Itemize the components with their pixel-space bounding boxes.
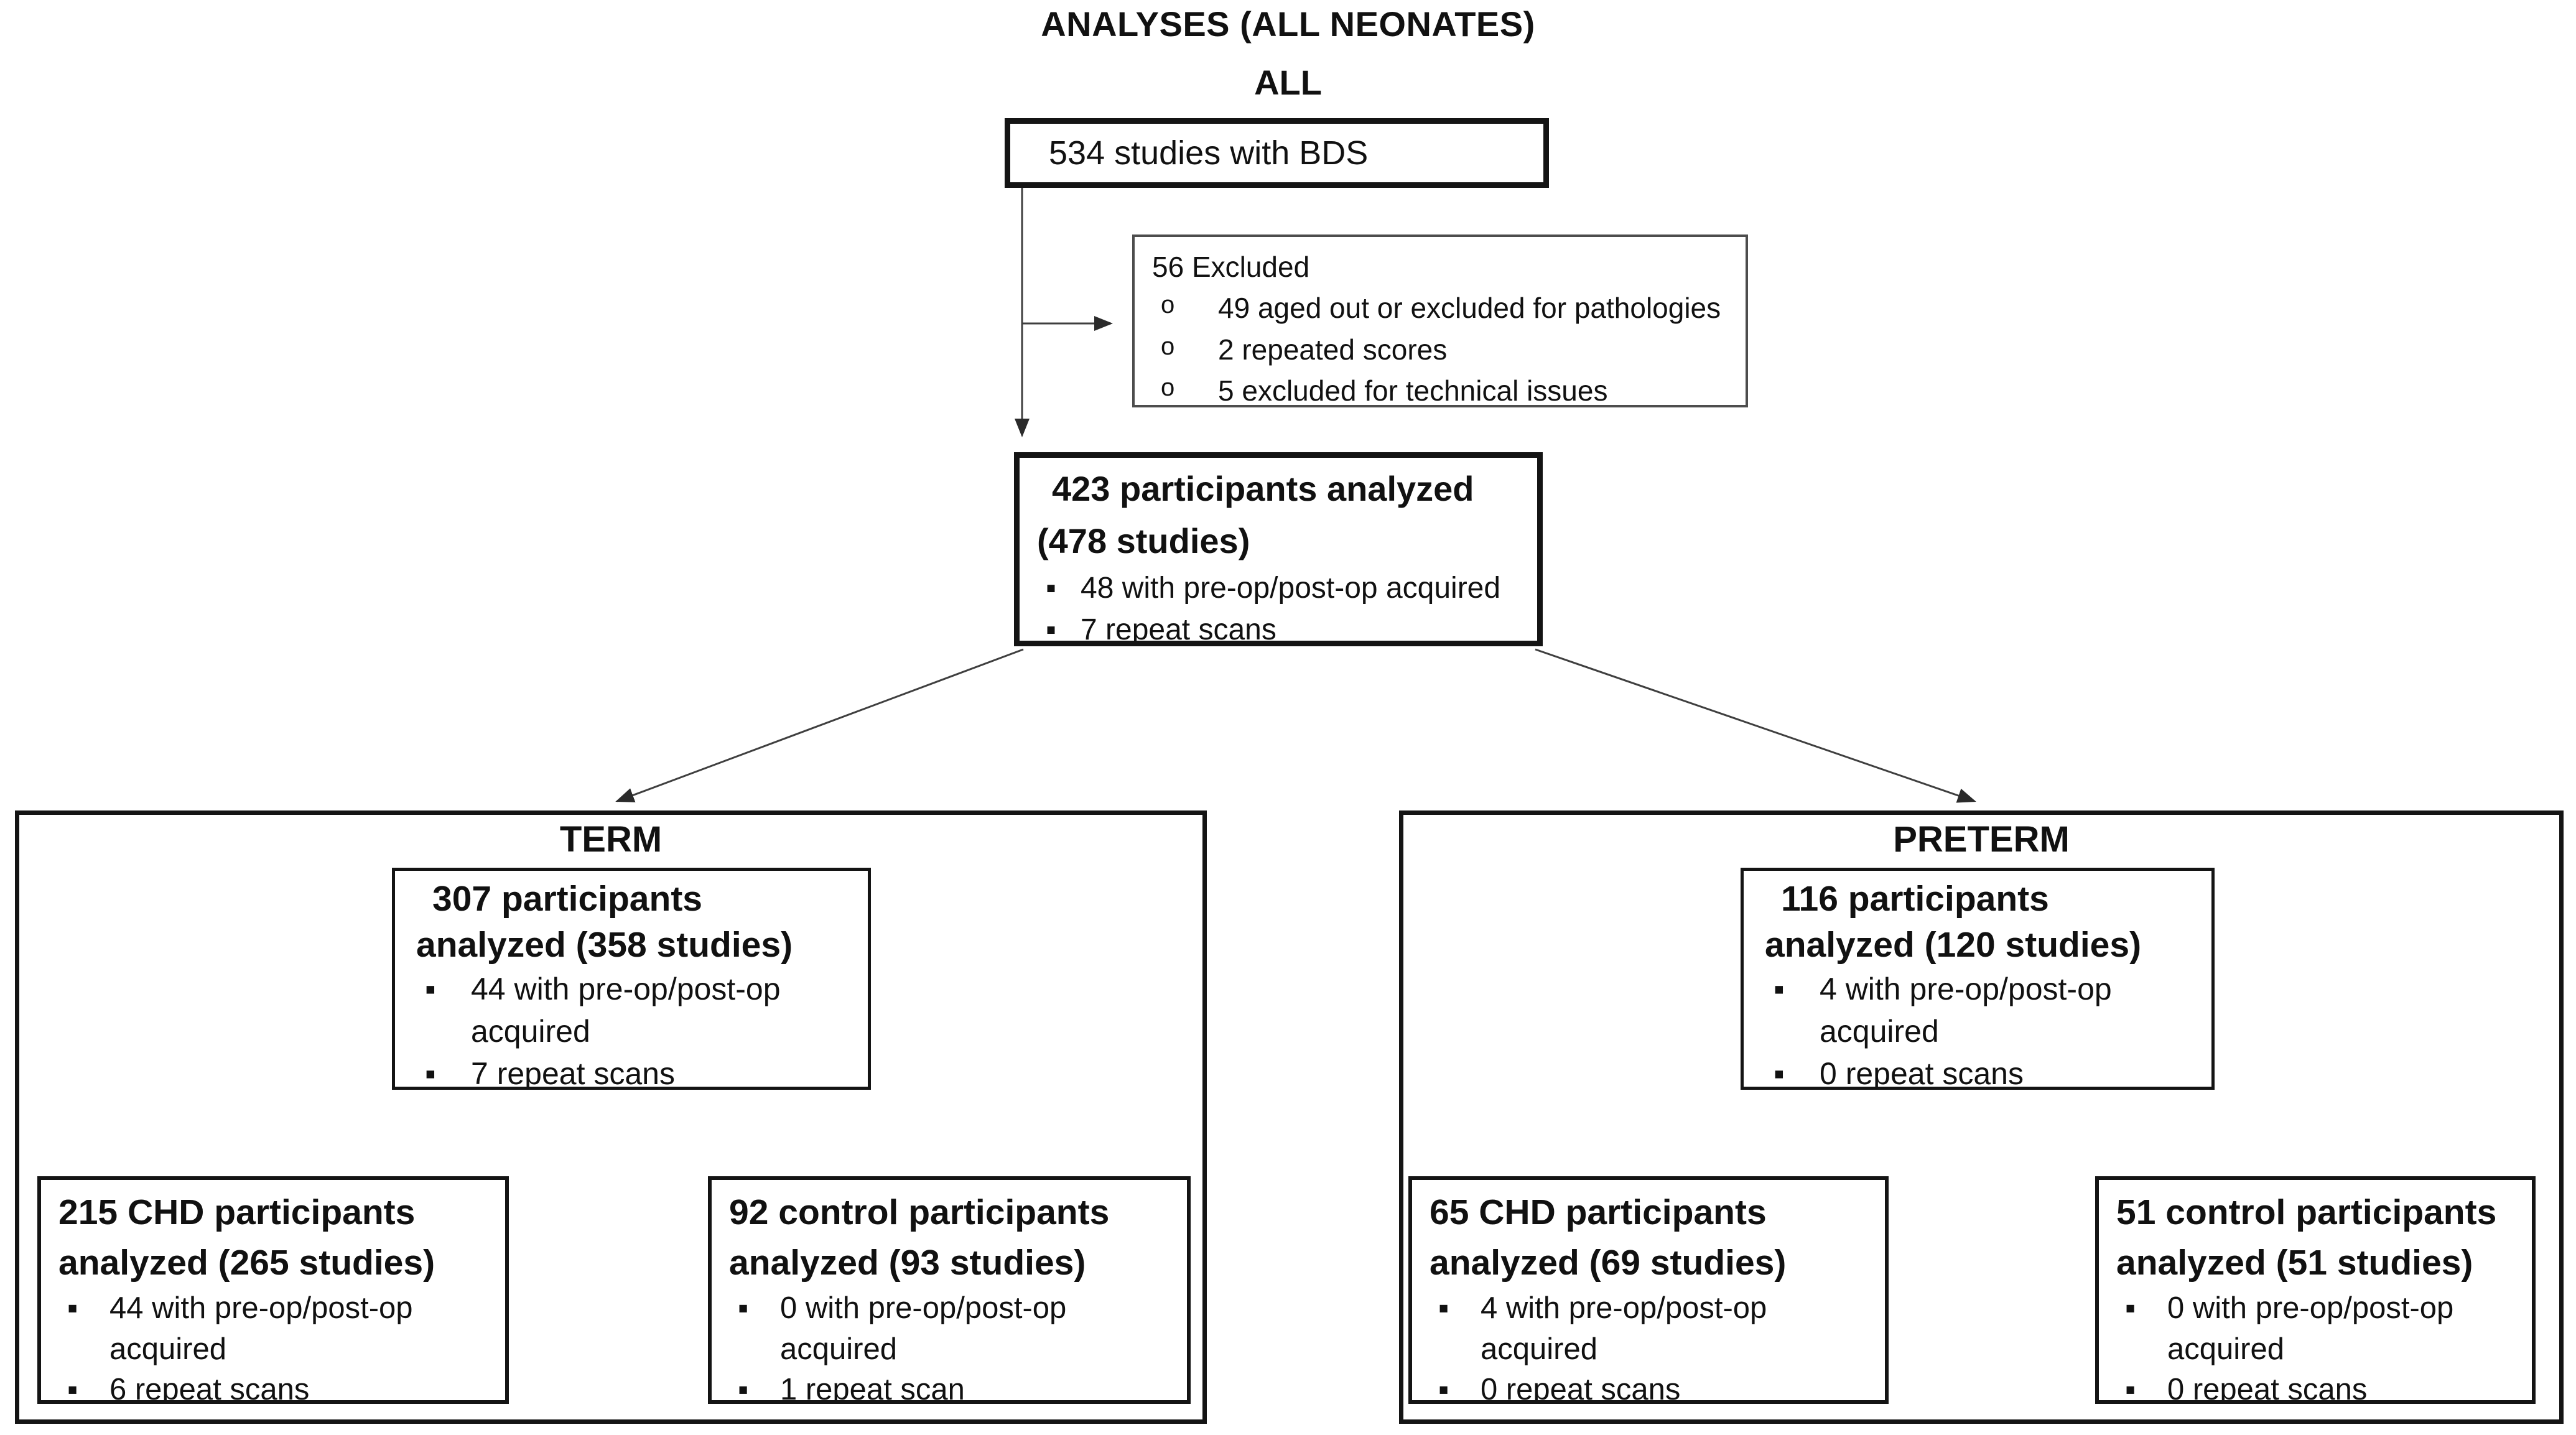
preterm-chd-item: ▪ 4 with pre-op/post-op acquired	[1438, 1288, 1872, 1370]
term-control-item: ▪ 1 repeat scan	[738, 1370, 1174, 1404]
preterm-main-item: ▪ 0 repeat scans	[1774, 1052, 2195, 1090]
solid-bullet-icon: ▪	[67, 1373, 78, 1404]
hollow-bullet-icon: o	[1161, 332, 1175, 360]
excluded-item-text: 2 repeated scores	[1218, 333, 1448, 366]
analyzed-item-text: 7 repeat scans	[1081, 613, 1276, 646]
preterm-main-item: ▪ 4 with pre-op/post-op acquired	[1774, 968, 2195, 1052]
term-section-label: TERM	[559, 819, 663, 860]
preterm-control-list: ▪ 0 with pre-op/post-op acquired ▪ 0 rep…	[2116, 1288, 2519, 1404]
preterm-chd-header: 65 CHD participants analyzed (69 studies…	[1430, 1192, 1787, 1283]
analyzed-item: ▪ 48 with pre-op/post-op acquired	[1046, 567, 1526, 609]
preterm-main-item-text: 4 with pre-op/post-op acquired	[1820, 972, 2112, 1049]
term-chd-item: ▪ 6 repeat scans	[67, 1370, 493, 1404]
diagram-subtitle: ALL	[1254, 63, 1322, 102]
solid-bullet-icon: ▪	[67, 1291, 78, 1325]
term-main-item-text: 44 with pre-op/post-op acquired	[471, 972, 781, 1049]
term-chd-box: 215 CHD participants analyzed (265 studi…	[37, 1176, 509, 1404]
hollow-bullet-icon: o	[1161, 373, 1175, 401]
solid-bullet-icon: ▪	[425, 972, 436, 1007]
term-control-item: ▪ 0 with pre-op/post-op acquired	[738, 1288, 1174, 1370]
term-main-box: 307 participants analyzed (358 studies) …	[392, 868, 871, 1090]
term-chd-item: ▪ 44 with pre-op/post-op acquired	[67, 1288, 493, 1370]
term-control-item-text: 1 repeat scan	[780, 1373, 965, 1404]
solid-bullet-icon: ▪	[1046, 572, 1057, 605]
preterm-main-box: 116 participants analyzed (120 studies) …	[1741, 868, 2215, 1090]
solid-bullet-icon: ▪	[738, 1291, 749, 1325]
term-main-item-text: 7 repeat scans	[471, 1056, 675, 1090]
preterm-chd-box: 65 CHD participants analyzed (69 studies…	[1408, 1176, 1889, 1404]
hollow-bullet-icon: o	[1161, 291, 1175, 319]
solid-bullet-icon: ▪	[1774, 1056, 1785, 1090]
term-control-item-text: 0 with pre-op/post-op acquired	[780, 1291, 1067, 1366]
arrow-analyzed-to-preterm	[1535, 648, 1976, 803]
term-control-box: 92 control participants analyzed (93 stu…	[708, 1176, 1191, 1404]
excluded-box: 56 Excluded o 49 aged out or excluded fo…	[1132, 235, 1748, 407]
solid-bullet-icon: ▪	[425, 1056, 436, 1090]
analyzed-list: ▪ 48 with pre-op/post-op acquired ▪ 7 re…	[1037, 567, 1526, 646]
preterm-control-item-text: 0 with pre-op/post-op acquired	[2167, 1291, 2454, 1366]
preterm-control-item-text: 0 repeat scans	[2167, 1373, 2368, 1404]
preterm-chd-list: ▪ 4 with pre-op/post-op acquired ▪ 0 rep…	[1430, 1288, 1872, 1404]
preterm-main-item-text: 0 repeat scans	[1820, 1056, 2024, 1090]
solid-bullet-icon: ▪	[738, 1373, 749, 1404]
solid-bullet-icon: ▪	[2125, 1373, 2136, 1404]
preterm-control-box: 51 control participants analyzed (51 stu…	[2095, 1176, 2536, 1404]
preterm-control-item: ▪ 0 with pre-op/post-op acquired	[2125, 1288, 2519, 1370]
preterm-main-header: 116 participants analyzed (120 studies)	[1765, 879, 2142, 965]
solid-bullet-icon: ▪	[2125, 1291, 2136, 1325]
term-chd-item-text: 44 with pre-op/post-op acquired	[109, 1291, 413, 1366]
solid-bullet-icon: ▪	[1438, 1291, 1449, 1325]
excluded-item: o 2 repeated scores	[1161, 329, 1736, 370]
preterm-main-list: ▪ 4 with pre-op/post-op acquired ▪ 0 rep…	[1765, 968, 2195, 1090]
excluded-list: o 49 aged out or excluded for pathologie…	[1152, 287, 1736, 407]
preterm-chd-item-text: 4 with pre-op/post-op acquired	[1481, 1291, 1767, 1366]
solid-bullet-icon: ▪	[1774, 972, 1785, 1007]
diagram-title: ANALYSES (ALL NEONATES)	[1041, 4, 1535, 44]
arrow-analyzed-to-term	[615, 648, 1024, 802]
root-studies-box: 534 studies with BDS	[1005, 118, 1549, 188]
root-studies-label: 534 studies with BDS	[1049, 134, 1369, 172]
term-main-item: ▪ 44 with pre-op/post-op acquired	[425, 968, 852, 1052]
analyzed-item: ▪ 7 repeat scans	[1046, 609, 1526, 646]
excluded-item: o 5 excluded for technical issues	[1161, 370, 1736, 407]
excluded-item-text: 49 aged out or excluded for pathologies	[1218, 292, 1721, 325]
analyzed-header: 423 participants analyzed (478 studies)	[1037, 469, 1474, 560]
term-control-list: ▪ 0 with pre-op/post-op acquired ▪ 1 rep…	[729, 1288, 1174, 1404]
term-chd-item-text: 6 repeat scans	[109, 1373, 310, 1404]
preterm-chd-item-text: 0 repeat scans	[1481, 1373, 1681, 1404]
preterm-section-label: PRETERM	[1893, 819, 2070, 860]
term-main-item: ▪ 7 repeat scans	[425, 1052, 852, 1090]
analyzed-item-text: 48 with pre-op/post-op acquired	[1081, 572, 1501, 605]
term-main-header: 307 participants analyzed (358 studies)	[416, 879, 793, 965]
analyzed-box: 423 participants analyzed (478 studies) …	[1014, 452, 1543, 646]
solid-bullet-icon: ▪	[1046, 613, 1057, 646]
preterm-control-item: ▪ 0 repeat scans	[2125, 1370, 2519, 1404]
excluded-item-text: 5 excluded for technical issues	[1218, 374, 1608, 407]
excluded-header: 56 Excluded	[1152, 251, 1310, 283]
solid-bullet-icon: ▪	[1438, 1373, 1449, 1404]
excluded-item: o 49 aged out or excluded for pathologie…	[1161, 287, 1736, 328]
term-chd-header: 215 CHD participants analyzed (265 studi…	[58, 1192, 435, 1283]
term-chd-list: ▪ 44 with pre-op/post-op acquired ▪ 6 re…	[58, 1288, 493, 1404]
term-control-header: 92 control participants analyzed (93 stu…	[729, 1192, 1110, 1283]
term-main-list: ▪ 44 with pre-op/post-op acquired ▪ 7 re…	[416, 968, 852, 1090]
preterm-control-header: 51 control participants analyzed (51 stu…	[2116, 1192, 2497, 1283]
preterm-chd-item: ▪ 0 repeat scans	[1438, 1370, 1872, 1404]
